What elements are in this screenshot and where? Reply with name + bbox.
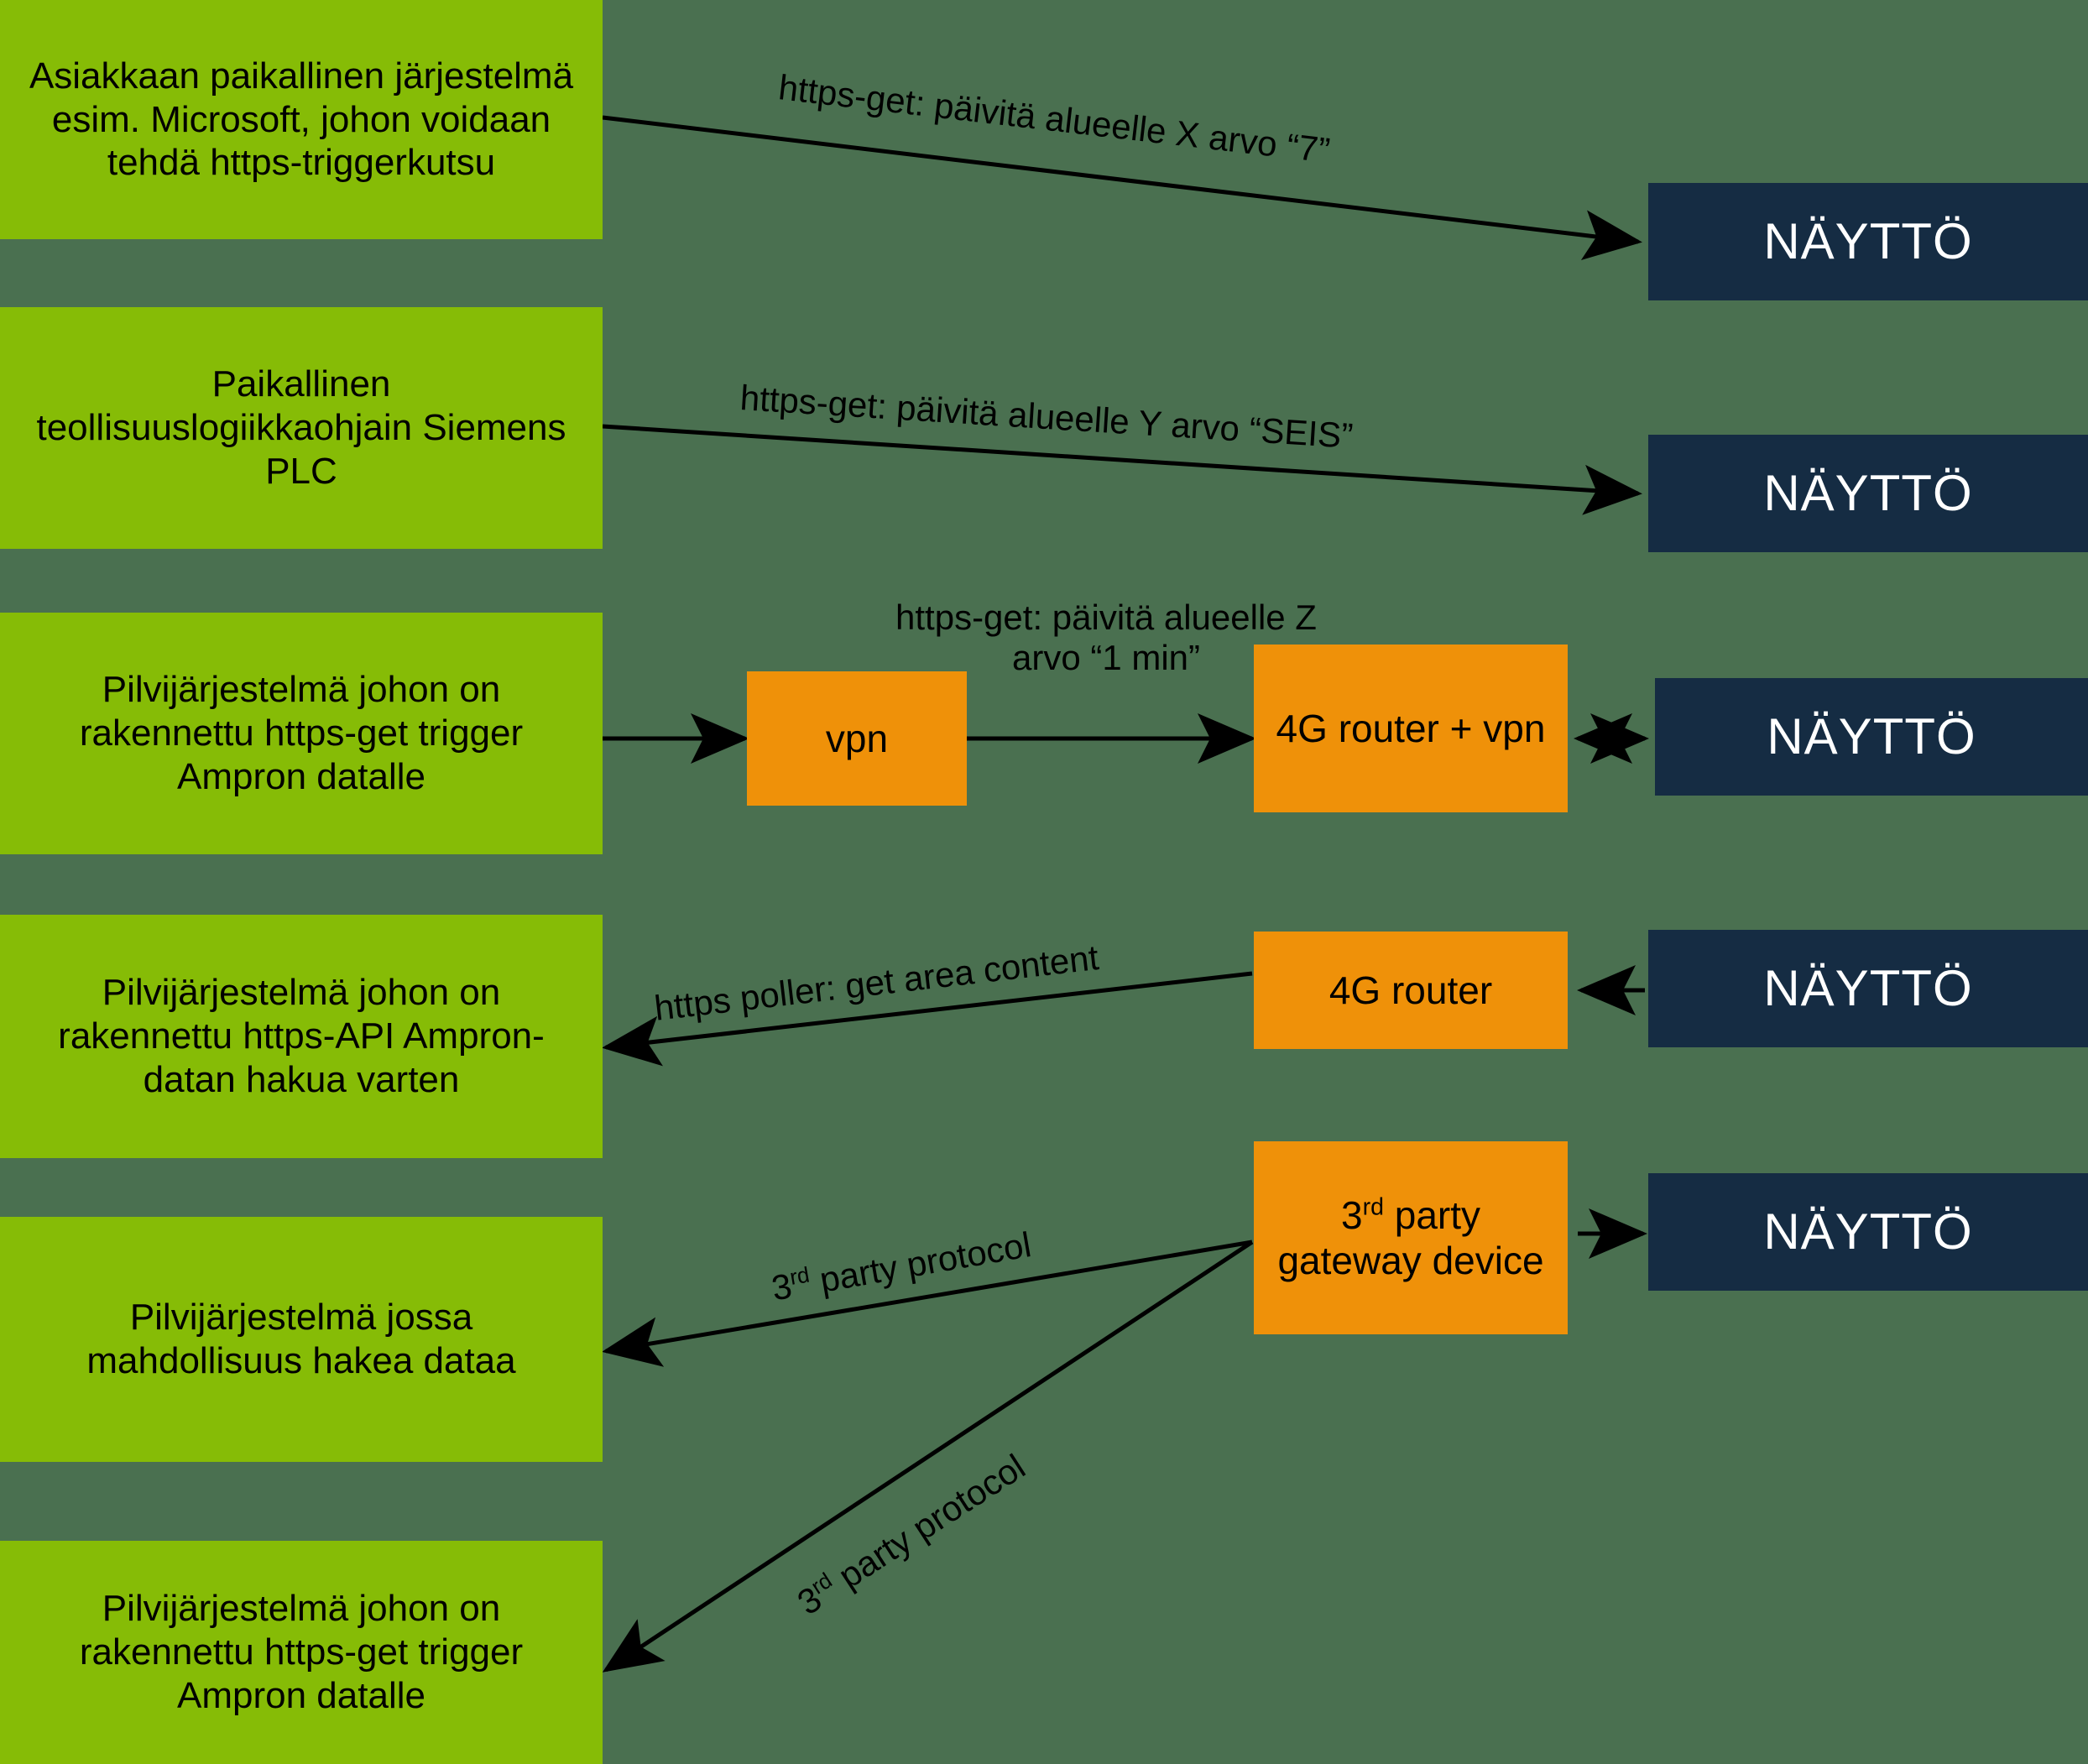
display-box-1[interactable]: NÄYTTÖ [1648, 183, 2088, 300]
display-label-3: NÄYTTÖ [1767, 707, 1976, 765]
gateway-label-rest: party gateway device [1277, 1193, 1544, 1282]
source-box-row4[interactable]: Pilvijärjestelmä johon on rakennettu htt… [0, 915, 603, 1158]
edge-label-row2: https-get: päivitä alueelle Y arvo “SEIS… [739, 378, 1355, 457]
source-box-row6[interactable]: Pilvijärjestelmä johon on rakennettu htt… [0, 1541, 603, 1764]
source-label-row1: Asiakkaan paikallinen järjestelmä esim. … [29, 55, 574, 184]
source-box-row2[interactable]: Paikallinen teollisuuslogiikkaohjain Sie… [0, 307, 603, 549]
gateway-label-superscript: rd [1362, 1193, 1384, 1221]
edge-label-row3: https-get: päivitä alueelle Z arvo “1 mi… [854, 598, 1358, 679]
edge-label-row6-rest: party protocol [822, 1446, 1032, 1601]
edge-label-row2-text: https-get: päivitä alueelle Y arvo “SEIS… [739, 378, 1355, 456]
display-label-5: NÄYTTÖ [1763, 1203, 1973, 1260]
edge-label-row1: https-get: päivitä alueelle X arvo “7” [776, 67, 1332, 171]
edge-label-row6: 3rd party protocol [791, 1447, 1033, 1624]
display-box-4[interactable]: NÄYTTÖ [1648, 930, 2088, 1047]
edge-label-row3-line2: arvo “1 min” [1011, 638, 1201, 678]
device-label-4g-router: 4G router [1328, 968, 1493, 1012]
source-label-row5: Pilvijärjestelmä jossa mahdollisuus hake… [86, 1297, 516, 1381]
source-label-row4: Pilvijärjestelmä johon on rakennettu htt… [58, 972, 545, 1100]
display-box-3[interactable]: NÄYTTÖ [1655, 678, 2088, 796]
edge-label-row5: 3rd party protocol [769, 1224, 1034, 1309]
edge-label-row4-text: https poller: get area content [652, 937, 1101, 1028]
display-label-4: NÄYTTÖ [1763, 959, 1973, 1016]
source-box-row1[interactable]: Asiakkaan paikallinen järjestelmä esim. … [0, 0, 603, 239]
source-box-row3[interactable]: Pilvijärjestelmä johon on rakennettu htt… [0, 613, 603, 854]
display-label-2: NÄYTTÖ [1763, 464, 1973, 521]
source-label-row2: Paikallinen teollisuuslogiikkaohjain Sie… [36, 363, 566, 492]
device-label-3rd-party-gateway: 3rd party gateway device [1264, 1193, 1558, 1284]
edge-label-row1-text: https-get: päivitä alueelle X arvo “7” [776, 67, 1333, 170]
display-label-1: NÄYTTÖ [1763, 212, 1973, 269]
device-box-3rd-party-gateway[interactable]: 3rd party gateway device [1254, 1141, 1568, 1334]
source-label-row6: Pilvijärjestelmä johon on rakennettu htt… [79, 1588, 524, 1716]
edge-label-row3-line1: https-get: päivitä alueelle Z [895, 598, 1317, 637]
connector-row6-gateway-source [602, 1239, 1254, 1673]
device-label-4g-router-vpn: 4G router + vpn [1276, 706, 1546, 750]
edge-label-row5-rest: party protocol [806, 1224, 1034, 1302]
device-box-vpn[interactable]: vpn [747, 671, 967, 806]
display-box-2[interactable]: NÄYTTÖ [1648, 435, 2088, 552]
edge-label-row4: https poller: get area content [652, 937, 1100, 1029]
display-box-5[interactable]: NÄYTTÖ [1648, 1173, 2088, 1291]
gateway-label-prefix: 3 [1341, 1193, 1363, 1237]
device-box-4g-router[interactable]: 4G router [1254, 932, 1568, 1049]
source-label-row3: Pilvijärjestelmä johon on rakennettu htt… [79, 669, 524, 797]
device-label-vpn: vpn [825, 716, 889, 760]
device-box-4g-router-vpn[interactable]: 4G router + vpn [1254, 645, 1568, 812]
source-box-row5[interactable]: Pilvijärjestelmä jossa mahdollisuus hake… [0, 1217, 603, 1462]
